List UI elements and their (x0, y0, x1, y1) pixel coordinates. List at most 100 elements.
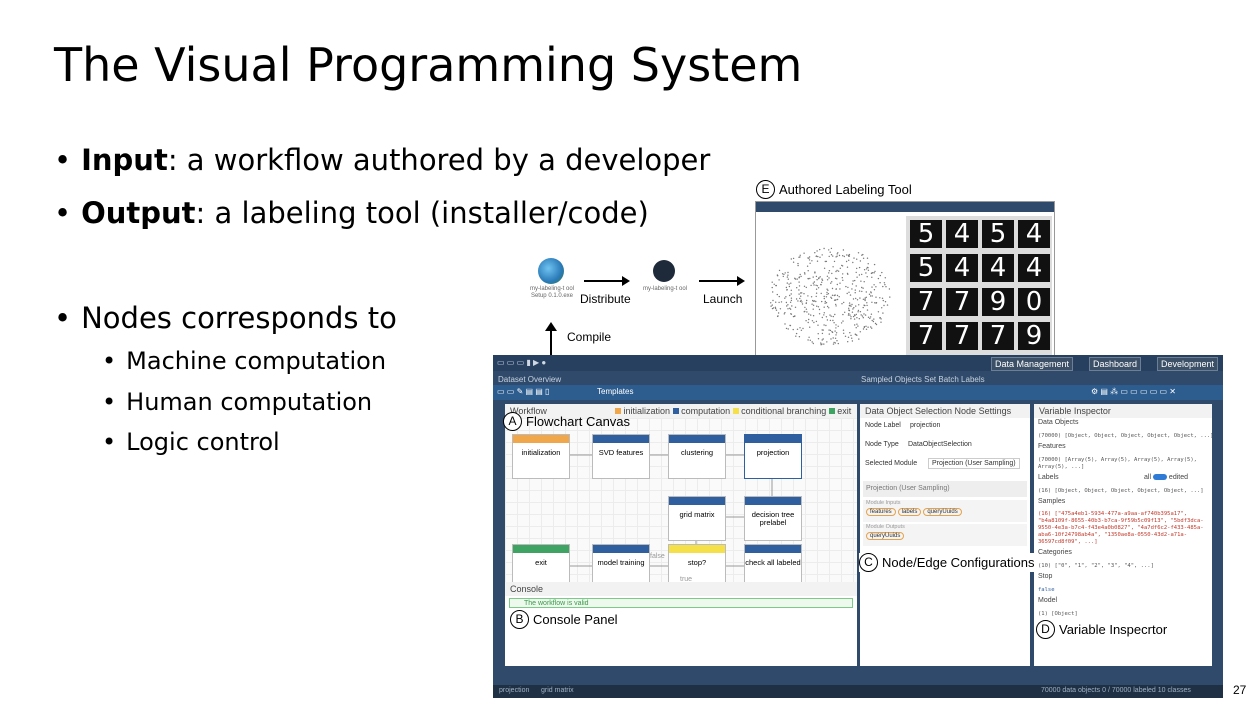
scatter-point (819, 248, 821, 251)
var-categories[interactable]: Categories (1038, 549, 1072, 556)
scatter-point (855, 297, 857, 300)
toolbar-buttons[interactable]: ▭ ▭ ✎ ▤ ▤ ▯ (497, 387, 550, 396)
scatter-point (867, 263, 869, 265)
bullet-output: •Output: a labeling tool (installer/code… (54, 196, 649, 230)
toggle-switch[interactable] (1152, 474, 1167, 481)
digit-cell[interactable]: 7 (946, 322, 978, 350)
digit-cell[interactable]: 0 (1018, 288, 1050, 316)
scatter-point (846, 292, 848, 295)
digit-cell[interactable]: 4 (1018, 220, 1050, 248)
node-clustering[interactable]: clustering (668, 434, 726, 479)
node-grid-matrix[interactable]: grid matrix (668, 496, 726, 541)
digit-cell[interactable]: 7 (982, 322, 1014, 350)
scatter-point (866, 309, 869, 311)
scatter-point (862, 287, 864, 289)
node-exit[interactable]: exit (512, 544, 570, 589)
console-header: Console (505, 582, 857, 596)
scatter-point (850, 305, 852, 307)
var-samples[interactable]: Samples (1038, 498, 1066, 505)
var-stop[interactable]: Stop (1038, 573, 1053, 580)
node-decision-tree[interactable]: decision tree prelabel (744, 496, 802, 541)
scatter-point (857, 325, 859, 327)
scatter-point (815, 292, 818, 294)
digit-cell[interactable]: 4 (1018, 254, 1050, 282)
scatter-point (808, 259, 811, 261)
digit-cell[interactable]: 4 (946, 220, 978, 248)
scatter-point (815, 320, 818, 323)
scatter-point (796, 278, 798, 280)
var-labels[interactable]: Labels (1038, 474, 1059, 481)
inspector-panel: Variable Inspector Data Objects (70000) … (1034, 404, 1214, 666)
input-pill[interactable]: features (866, 508, 896, 516)
scatter-point (809, 277, 811, 280)
legend-item: computation (681, 406, 731, 416)
status-left-1[interactable]: projection (499, 687, 530, 694)
scatter-point (812, 276, 814, 278)
digit-cell[interactable]: 9 (1018, 322, 1050, 350)
node-initialization[interactable]: initialization (512, 434, 570, 479)
input-pill[interactable]: queryUuids (923, 508, 962, 516)
templates-button[interactable]: Templates (597, 387, 634, 396)
scatter-point (787, 328, 789, 330)
scatter-point (884, 277, 886, 279)
node-label-key: Node Label (865, 422, 901, 429)
digit-cell[interactable]: 5 (982, 220, 1014, 248)
scatter-point (848, 302, 851, 304)
tab-development[interactable]: Development (1157, 357, 1219, 371)
var-model[interactable]: Model (1038, 597, 1058, 604)
digit-cell[interactable]: 4 (982, 254, 1014, 282)
digit-cell[interactable]: 4 (946, 254, 978, 282)
labels-toggle[interactable]: all edited (1144, 474, 1188, 481)
scatter-point (779, 308, 782, 310)
node-svd-features[interactable]: SVD features (592, 434, 650, 479)
scatter-point (845, 285, 847, 288)
scatter-point (806, 265, 809, 267)
scatter-point (853, 318, 856, 320)
output-pill[interactable]: queryUuids (866, 532, 905, 540)
node-model-training[interactable]: model training (592, 544, 650, 589)
digit-cell[interactable]: 5 (910, 220, 942, 248)
digit-cell[interactable]: 7 (946, 288, 978, 316)
window-controls[interactable]: ⚙ ▤ ⁂ ▭ ▭ ▭ ▭ ▭ ✕ (1091, 387, 1177, 396)
scatter-point (832, 337, 834, 339)
tab-dashboard[interactable]: Dashboard (1089, 357, 1142, 371)
scatter-point (880, 318, 882, 320)
node-stop[interactable]: stop? (668, 544, 726, 589)
bullet-text: Nodes corresponds to (81, 301, 397, 335)
var-features[interactable]: Features (1038, 443, 1066, 450)
sub-bullet-logic: •Logic control (102, 428, 280, 456)
scatter-point (886, 304, 889, 306)
scatter-point (877, 277, 880, 280)
scatter-point (881, 271, 883, 274)
scatter-point (790, 289, 792, 291)
scatter-point (795, 332, 798, 335)
var-data-objects[interactable]: Data Objects (1038, 419, 1079, 426)
tab-data-management[interactable]: Data Management (991, 357, 1074, 371)
scatter-point (835, 288, 837, 290)
left-header: Dataset Overview (498, 375, 562, 384)
scatter-point (841, 303, 843, 305)
node-label-value[interactable]: projection (910, 422, 941, 429)
scatter-point (790, 258, 792, 260)
digit-cell[interactable]: 7 (910, 322, 942, 350)
scatter-point (864, 298, 866, 301)
node-label: exit (535, 558, 547, 567)
scatter-point (851, 288, 853, 290)
status-left-2[interactable]: grid matrix (541, 687, 574, 694)
scatter-point (776, 274, 779, 276)
digit-cell[interactable]: 9 (982, 288, 1014, 316)
digit-cell[interactable]: 5 (910, 254, 942, 282)
node-projection[interactable]: projection (744, 434, 802, 479)
scatter-point (825, 296, 828, 298)
digit-cell[interactable]: 7 (910, 288, 942, 316)
scatter-point (843, 255, 845, 258)
node-check-all-labeled[interactable]: check all labeled (744, 544, 802, 589)
scatter-point (805, 320, 807, 322)
scatter-point (869, 295, 872, 297)
module-select[interactable]: Projection (User Sampling) (928, 458, 1020, 469)
scatter-point (817, 338, 820, 340)
scatter-point (787, 274, 789, 276)
input-pill[interactable]: labels (897, 508, 922, 516)
callout-text: Variable Inspecrtor (1059, 622, 1168, 637)
